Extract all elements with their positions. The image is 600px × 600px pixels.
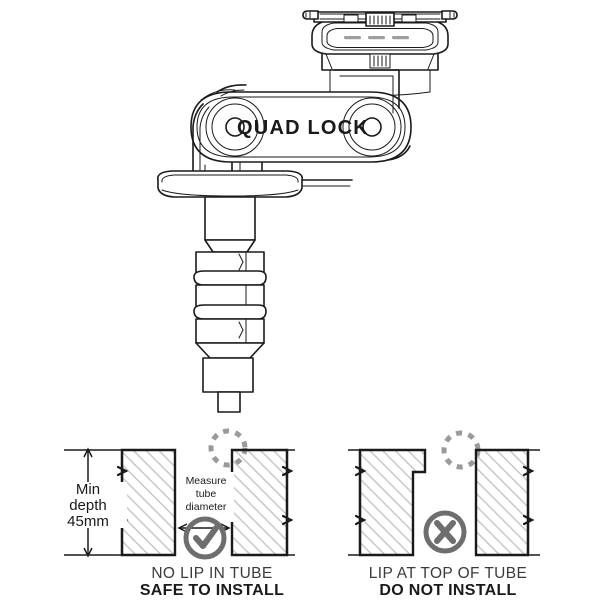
extension-lines bbox=[108, 449, 295, 556]
min-depth-line-1: Min bbox=[76, 481, 100, 498]
tube-wall-right bbox=[230, 448, 289, 557]
min-depth-dimension: Min depth 45mm bbox=[49, 447, 127, 558]
unsafe-caption-bottom: DO NOT INSTALL bbox=[379, 582, 516, 599]
min-depth-line-3: 45mm bbox=[67, 513, 109, 530]
knuckle-right bbox=[333, 69, 411, 161]
measure-line-1: Measure bbox=[186, 475, 227, 487]
knuckle-left bbox=[192, 84, 263, 177]
base-flange bbox=[156, 162, 353, 198]
tube-wall-left bbox=[120, 448, 177, 557]
x-circle-icon bbox=[423, 510, 467, 554]
expander-stem bbox=[193, 196, 267, 413]
mount-assembly-illustration: .ln { fill:none; stroke:#1a1a1a; stroke-… bbox=[156, 10, 458, 413]
tube-reference-circle-safe bbox=[208, 428, 248, 468]
break-marks-left-unsafe bbox=[354, 448, 367, 557]
phone-cradle-head bbox=[302, 10, 458, 96]
extension-lines-unsafe bbox=[348, 449, 540, 556]
break-marks-right bbox=[281, 448, 294, 557]
brand-label: QUAD LOCK bbox=[237, 117, 369, 139]
break-marks-right-unsafe bbox=[522, 448, 535, 557]
pivot-arm: QUAD LOCK bbox=[190, 91, 412, 163]
measure-line-2: tube bbox=[196, 488, 217, 500]
unsafe-caption-top: LIP AT TOP OF TUBE bbox=[369, 565, 528, 582]
tube-wall-right-lipped bbox=[474, 448, 530, 557]
min-depth-line-2: depth bbox=[69, 497, 107, 514]
expander-wedge-lower bbox=[195, 318, 265, 344]
safe-to-install-panel: .wall { fill:url(#hatchA); stroke:#1a1a1… bbox=[49, 428, 295, 599]
safe-caption-bottom: SAFE TO INSTALL bbox=[140, 582, 284, 599]
tube-reference-circle-unsafe bbox=[441, 430, 481, 470]
check-circle-icon bbox=[183, 516, 227, 560]
measure-line-3: diameter bbox=[186, 501, 227, 513]
do-not-install-panel: .wallB { fill:url(#hatchB); stroke:#1a1a… bbox=[348, 430, 540, 599]
safe-caption-top: NO LIP IN TUBE bbox=[151, 565, 272, 582]
measure-diameter-annotation: Measure tube diameter bbox=[177, 472, 234, 533]
tube-wall-left-lipped bbox=[358, 448, 427, 557]
